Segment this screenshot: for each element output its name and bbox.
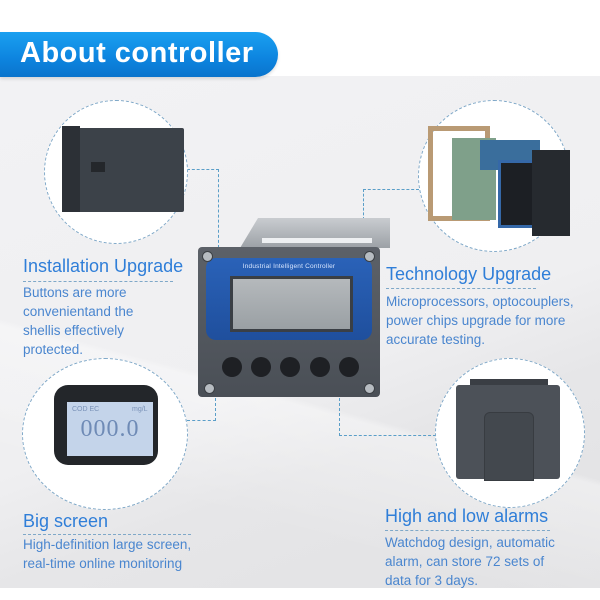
- feature-desc-installation: Buttons are more convenientand the shell…: [23, 285, 134, 357]
- display-value: 000.0: [80, 416, 140, 442]
- display-lcd: [67, 402, 153, 456]
- controller-lcd-screen: [230, 276, 353, 332]
- controller-side-front-edge: [62, 126, 80, 212]
- connector-line-big-screen: [187, 398, 216, 421]
- feature-title-big-screen: Big screen: [23, 511, 109, 531]
- controller-back-top: [470, 379, 548, 387]
- feature-title-alarms: High and low alarms: [385, 506, 549, 526]
- feature-underline: [386, 288, 536, 289]
- mounting-slot: [91, 162, 105, 172]
- controller-top-label: [262, 238, 372, 243]
- display-parameter-label: COD EC: [72, 406, 100, 413]
- screw-icon: [204, 383, 215, 394]
- back-mounting-plate: [484, 412, 534, 481]
- controller-side-view-image: [62, 128, 184, 212]
- feature-title-installation: Installation Upgrade: [23, 256, 184, 276]
- controller-button-1: [222, 357, 242, 377]
- connector-line-alarms: [339, 398, 436, 436]
- feature-desc-alarms: Watchdog design, automatic alarm, can st…: [385, 535, 555, 588]
- screw-icon: [364, 251, 375, 262]
- feature-title-technology: Technology Upgrade: [386, 264, 552, 284]
- controller-brand-text: Industrial Intelligent Controller: [242, 263, 336, 270]
- screw-icon: [202, 251, 213, 262]
- screw-icon: [364, 383, 375, 394]
- housing-case-image: [532, 150, 570, 236]
- section-title: About controller: [20, 37, 254, 69]
- feature-underline: [23, 281, 173, 282]
- feature-underline: [385, 530, 550, 531]
- section-header-pill: About controller: [0, 32, 278, 77]
- connector-line-technology: [363, 189, 419, 220]
- controller-button-3: [280, 357, 300, 377]
- controller-top-housing: [240, 218, 390, 248]
- big-screen-image-circle: [22, 358, 188, 510]
- feature-underline: [23, 534, 191, 535]
- feature-desc-big-screen: High-definition large screen, real-time …: [23, 537, 192, 571]
- connector-line-installation: [187, 169, 219, 248]
- display-unit-label: mg/L: [132, 406, 148, 413]
- controller-button-4: [310, 357, 330, 377]
- controller-button-5: [339, 357, 359, 377]
- controller-button-2: [251, 357, 271, 377]
- feature-desc-technology: Microprocessors, optocouplers, power chi…: [386, 294, 574, 347]
